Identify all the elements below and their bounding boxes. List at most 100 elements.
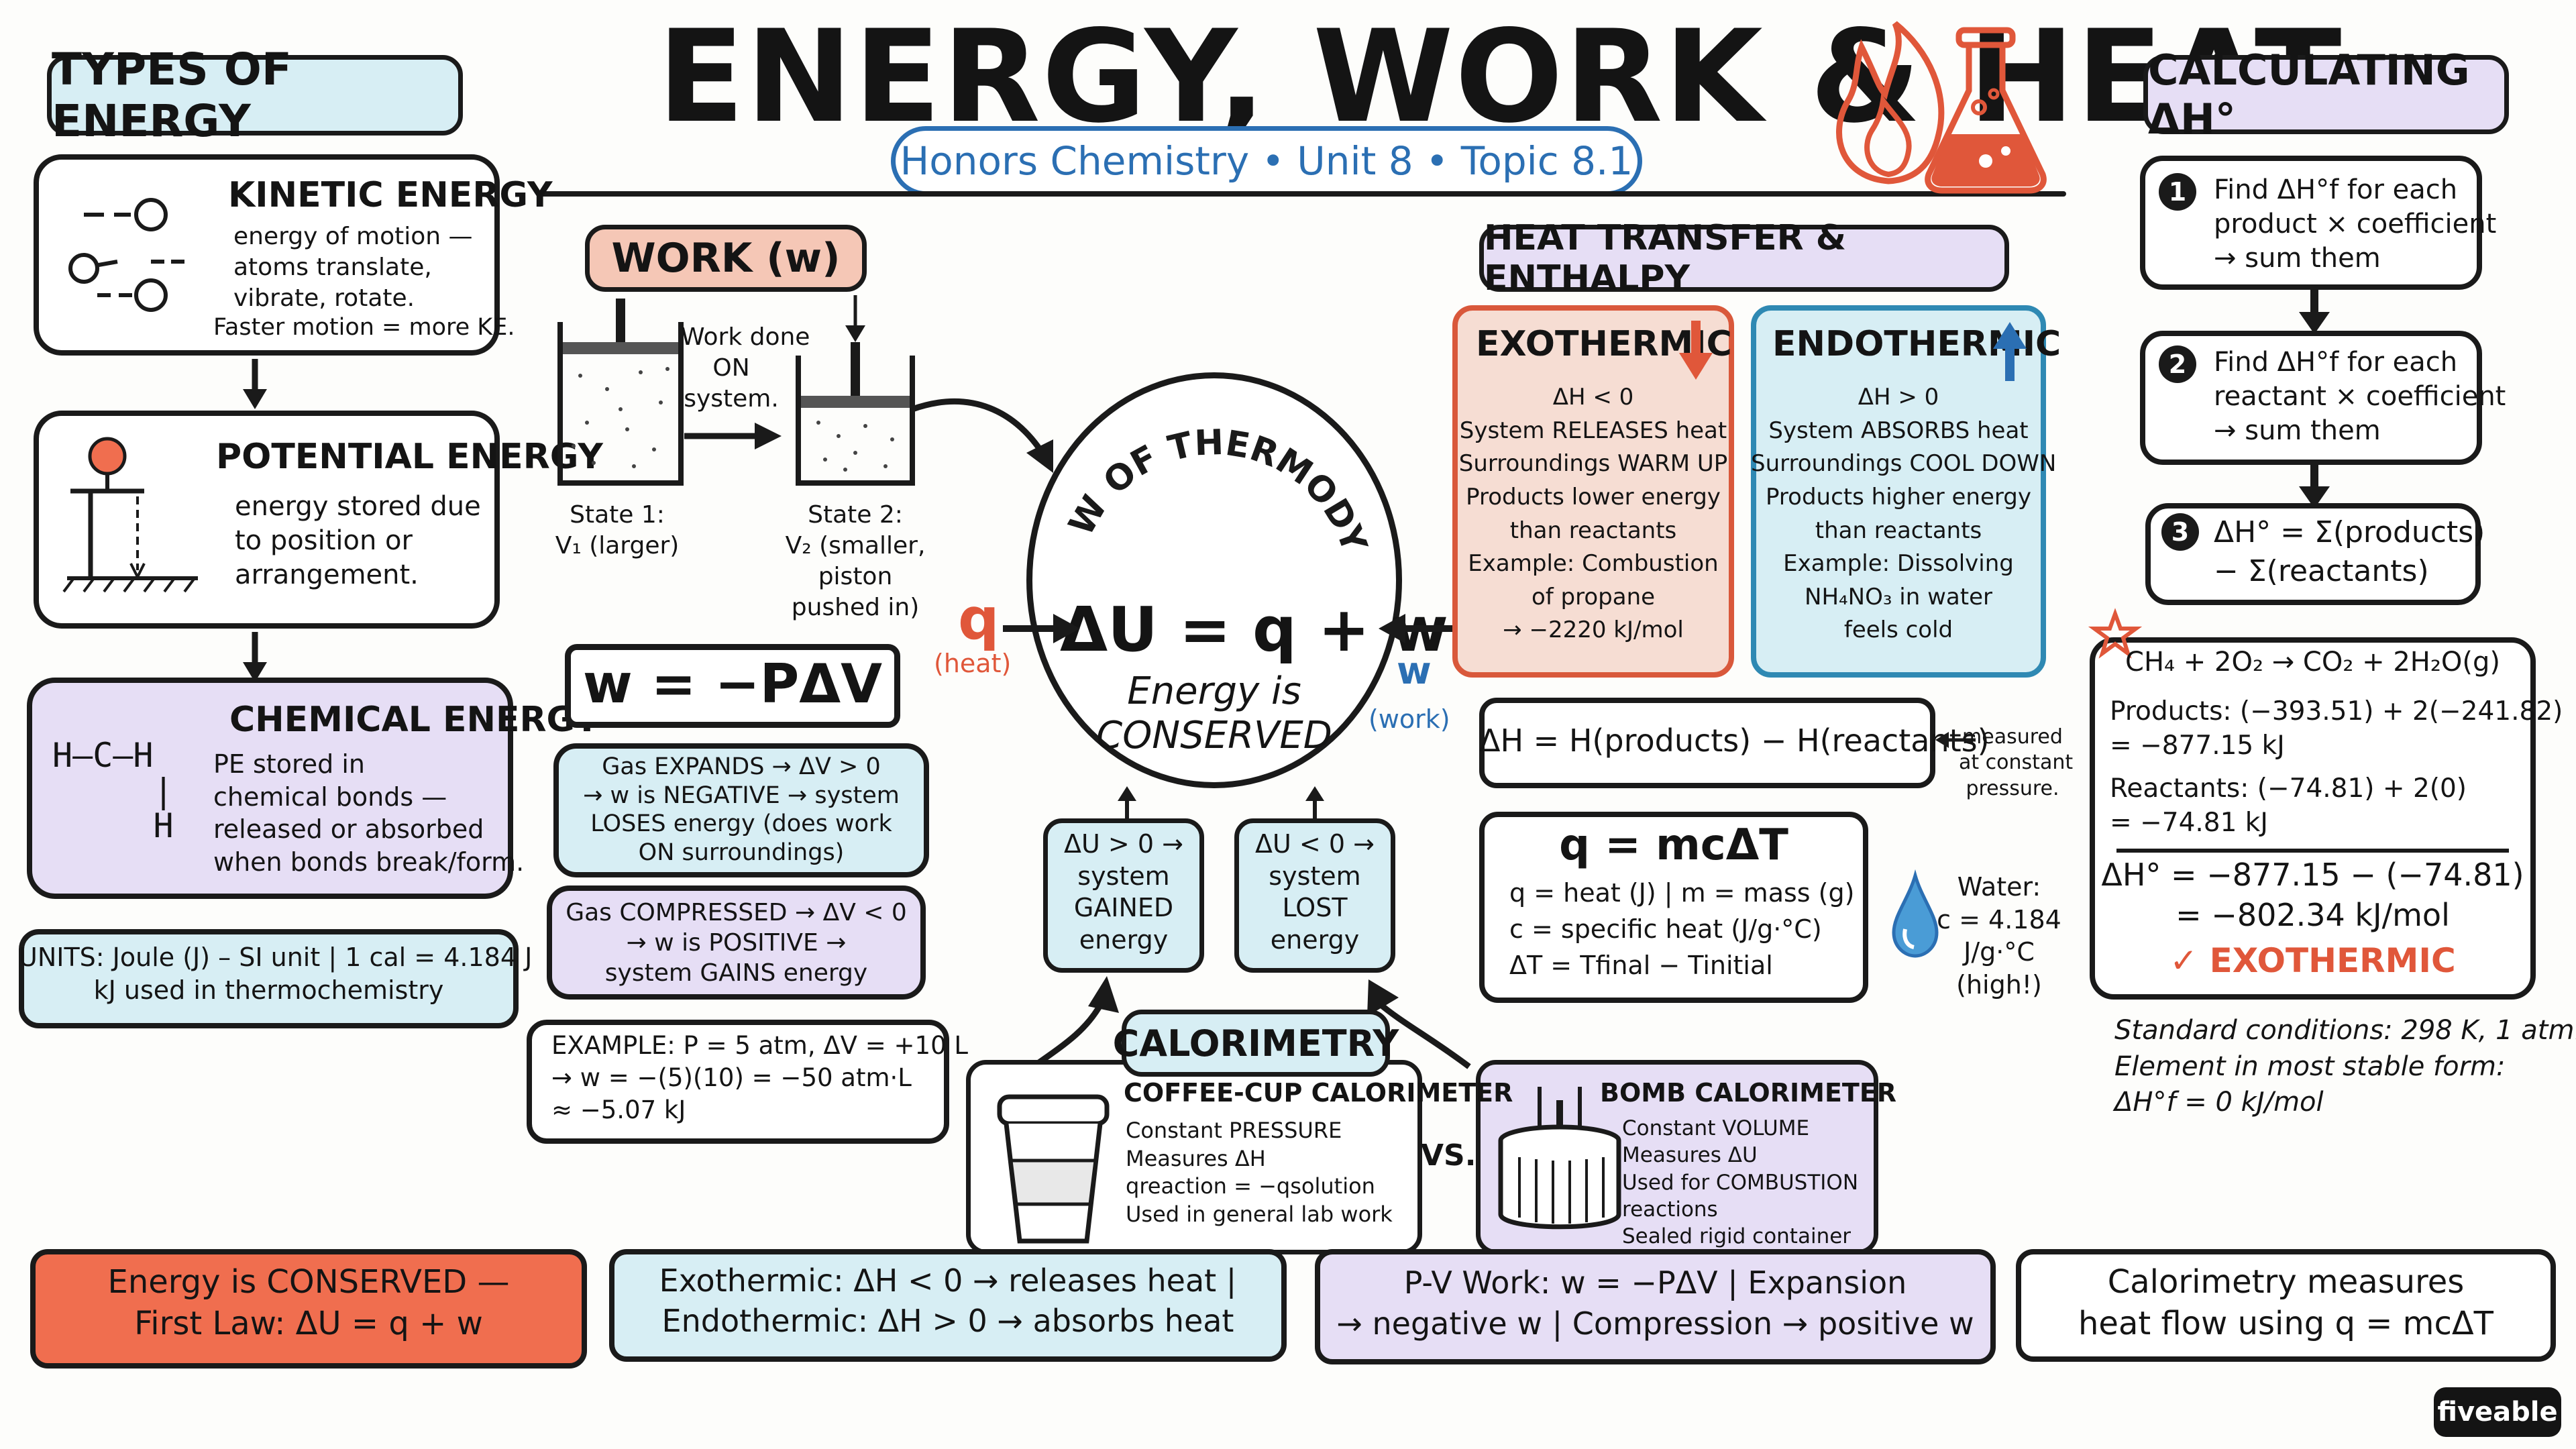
subtitle-pill: Honors Chemistry • Unit 8 • Topic 8.1: [891, 126, 1642, 196]
work-formula: w = −PΔV: [582, 653, 883, 715]
q-mcdt-card: [1479, 812, 1868, 1003]
work-example-text: EXAMPLE: P = 5 atm, ΔV = +10 L → w = −(5…: [551, 1031, 968, 1125]
bomb-body: Constant VOLUME Measures ΔU Used for COM…: [1622, 1116, 1859, 1249]
star-icon: [2088, 608, 2143, 659]
calc-title: CALCULATING ΔH°: [2148, 46, 2470, 144]
reactants-calc: Reactants: (−74.81) + 2(0) = −74.81 kJ: [2110, 773, 2467, 839]
gained-text: ΔU > 0 → system GAINED energy: [1064, 829, 1183, 955]
footer-pv-work-text: P-V Work: w = −PΔV | Expansion → negativ…: [1336, 1265, 1974, 1342]
heat-title-pill: HEAT TRANSFER & ENTHALPY: [1479, 218, 2009, 299]
first-law-circle: [1026, 372, 1402, 788]
w-label: (work): [1368, 704, 1450, 734]
q-arrow: [1003, 614, 1080, 643]
types-title-pill: TYPES OF ENERGY: [47, 44, 463, 147]
worked-example-card: [2090, 637, 2536, 1000]
step3-text: ΔH° = Σ(products) − Σ(reactants): [2214, 515, 2485, 589]
arrow-kinetic-to-potential: [243, 359, 267, 409]
measured-note: measured at constant pressure.: [1959, 725, 2074, 800]
work-example-card: [527, 1020, 949, 1144]
compressed-text: Gas COMPRESSED → ΔV < 0 → w is POSITIVE …: [566, 899, 907, 987]
kinetic-body: energy of motion — atoms translate, vibr…: [233, 223, 473, 313]
work-done-label: Work done ON system.: [681, 323, 810, 413]
result-calc: ΔH° = −877.15 − (−74.81) = −802.34 kJ/mo…: [2101, 857, 2524, 933]
footer-first-law-text: Energy is CONSERVED — First Law: ΔU = q …: [107, 1263, 510, 1343]
potential-title: POTENTIAL ENERGY: [216, 437, 603, 477]
fiveable-logo: fiveable: [2434, 1387, 2561, 1437]
q-symbol: q: [958, 586, 1000, 653]
potential-body: energy stored due to position or arrange…: [235, 491, 481, 591]
expands-card: [553, 743, 929, 877]
q-mcdt-body: q = heat (J) | m = mass (g) c = specific…: [1509, 878, 1855, 980]
footer-exo-endo: [609, 1249, 1287, 1362]
endo-up-arrow: [1993, 322, 2027, 381]
work-title-pill: WORK (w): [585, 225, 867, 292]
products-calc: Products: (−393.51) + 2(−241.82) = −877.…: [2110, 696, 2563, 761]
state1-label: State 1: V₁ (larger): [555, 501, 680, 560]
arrow-step1-to-2: [2299, 288, 2330, 334]
step2-number: 2: [2168, 350, 2187, 379]
endothermic-card: [1751, 305, 2046, 678]
first-law-arc-title: FIRST LAW OF THERMODYNAMICS: [1009, 341, 1375, 559]
step2-card: [2140, 331, 2482, 465]
types-title: TYPES OF ENERGY: [52, 44, 292, 147]
arrow-potential-to-chemical: [243, 632, 267, 682]
delta-h-card: [1479, 698, 1935, 788]
kinetic-note: Faster motion = more KE.: [213, 314, 515, 341]
exo-down-arrow: [1679, 321, 1713, 380]
heat-title: HEAT TRANSFER & ENTHALPY: [1484, 218, 1847, 299]
energy-conserved-text: Energy is CONSERVED: [1096, 669, 1332, 758]
flask-icon: [1925, 27, 2047, 194]
step3-badge: 3: [2161, 513, 2199, 551]
header-rule: [537, 191, 2066, 197]
w-symbol: w: [1397, 649, 1432, 693]
calc-divider: [2116, 849, 2509, 853]
fiveable-logo-text: fiveable: [2437, 1397, 2558, 1428]
reaction-equation: CH₄ + 2O₂ → CO₂ + 2H₂O(g): [2125, 647, 2500, 678]
arrow-step2-to-3: [2299, 463, 2330, 508]
footer-calorimetry: [2016, 1249, 2556, 1362]
footer-calorimetry-text: Calorimetry measures heat flow using q =…: [2078, 1263, 2493, 1343]
exo-body: ΔH < 0 System RELEASES heat Surroundings…: [1458, 384, 1728, 644]
gained-card: [1043, 818, 1204, 973]
water-drop-icon: [1892, 869, 1939, 958]
units-card: [19, 929, 519, 1028]
step2-badge: 2: [2159, 345, 2196, 383]
endo-body: ΔH > 0 System ABSORBS heat Surroundings …: [1751, 384, 2057, 644]
chemical-energy-card: [27, 678, 513, 899]
methane-structure: H—C—H | H: [52, 736, 174, 845]
step1-number: 1: [2168, 177, 2187, 207]
standard-conditions: Standard conditions: 298 K, 1 atm. Eleme…: [2114, 1015, 2576, 1118]
calorimetry-title-pill: CALORIMETRY: [1113, 1010, 1399, 1077]
kinetic-energy-card: [34, 154, 500, 356]
water-note: Water: c = 4.184 J/g·°C (high!): [1937, 872, 2061, 1000]
step1-card: [2140, 156, 2482, 290]
chemical-body: PE stored in chemical bonds — released o…: [213, 749, 525, 877]
work-formula-card: [565, 644, 900, 728]
footer-pv-work: [1315, 1249, 1996, 1364]
step2-text: Find ΔH°f for each reactant × coefficien…: [2214, 347, 2506, 447]
exothermic-verdict: ✓ EXOTHERMIC: [2169, 941, 2456, 980]
arrow-pistons-to-firstlaw: [911, 398, 1053, 473]
calorimetry-title: CALORIMETRY: [1112, 1022, 1399, 1065]
piston-state1-icon: [557, 299, 684, 486]
state2-label: State 2: V₂ (smaller, piston pushed in): [785, 501, 926, 622]
lost-text: ΔU < 0 → system LOST energy: [1255, 829, 1375, 955]
measured-arrow: [1935, 732, 1976, 748]
calorimetry-arrows: [1031, 976, 1471, 1069]
footer-exo-endo-text: Exothermic: ΔH < 0 → releases heat | End…: [659, 1263, 1237, 1339]
flame-icon: [1836, 21, 1945, 184]
compressed-card: [547, 885, 926, 1000]
step3-number: 3: [2171, 517, 2190, 547]
work-done-arrow: [684, 423, 782, 449]
bomb-title: BOMB CALORIMETER: [1600, 1078, 1897, 1108]
work-title: WORK (w): [611, 235, 841, 282]
moving-atoms-icon: [68, 198, 184, 312]
exothermic-card: [1452, 305, 1734, 678]
units-text: UNITS: Joule (J) – SI unit | 1 cal = 4.1…: [19, 943, 533, 1005]
first-law-equation: ΔU = q + w: [1060, 594, 1449, 665]
calc-title-pill: CALCULATING ΔH°: [2143, 46, 2509, 144]
piston-state2-icon: [796, 295, 915, 486]
expands-text: Gas EXPANDS → ΔV > 0 → w is NEGATIVE → s…: [583, 753, 900, 867]
lost-card: [1234, 818, 1395, 973]
step1-text: Find ΔH°f for each product × coefficient…: [2214, 174, 2497, 274]
